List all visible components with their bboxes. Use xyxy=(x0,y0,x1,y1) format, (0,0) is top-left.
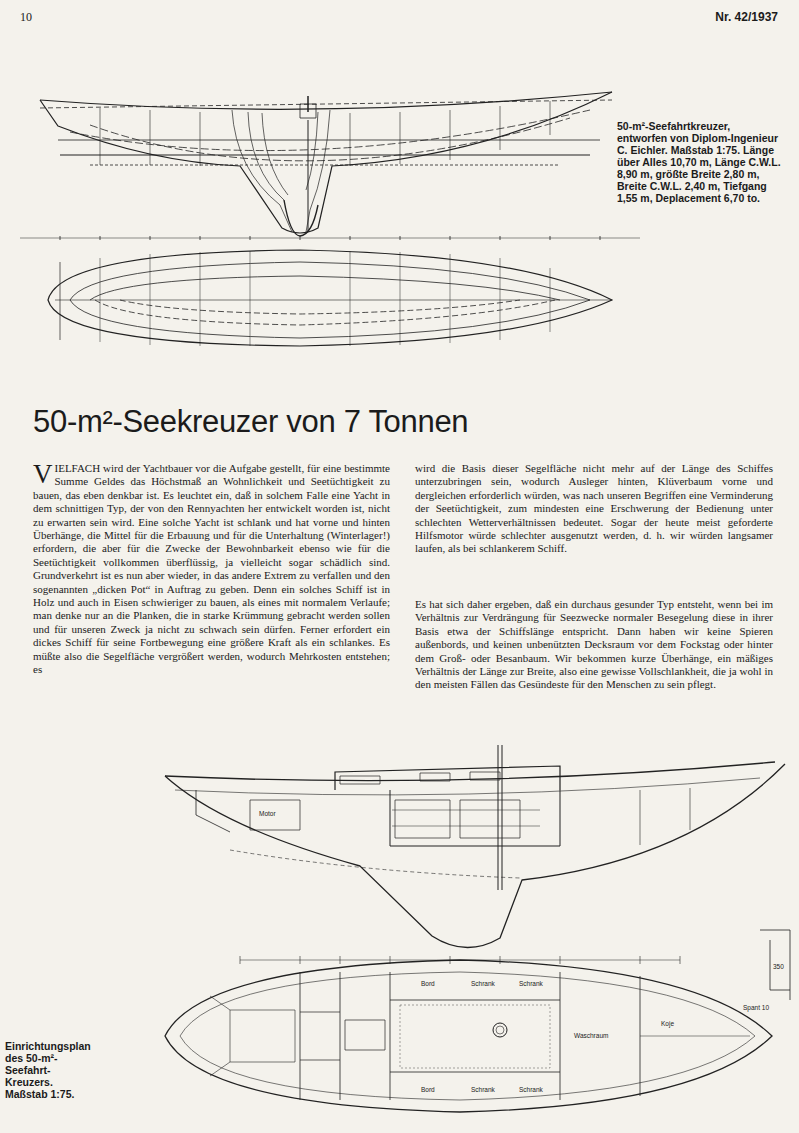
body-plan xyxy=(232,110,330,236)
part-label: Koje xyxy=(660,1020,675,1027)
part-label: Bord xyxy=(420,980,436,987)
interior-profile xyxy=(165,745,790,1000)
figure-caption: 50-m²-Seefahrtkreuzer, entworfen von Dip… xyxy=(617,120,782,204)
body-paragraph: Es hat sich daher ergeben, daß ein durch… xyxy=(415,598,773,692)
part-label: Spant 10 xyxy=(742,1004,770,1011)
part-label: Bord xyxy=(420,1086,436,1093)
body-paragraph: wird die Basis dieser Segelfläche nicht … xyxy=(415,462,773,556)
interior-plan xyxy=(165,956,772,1112)
figure-caption: Einrichtungsplan des 50-m²-Seefahrt-Kreu… xyxy=(5,1040,93,1100)
issue-number: Nr. 42/1937 xyxy=(690,10,778,24)
lines-plan-view xyxy=(48,250,612,346)
part-label: Motor xyxy=(258,810,277,817)
body-paragraph: VIELFACH wird der Yachtbauer vor die Auf… xyxy=(33,462,390,677)
page-number: 10 xyxy=(20,10,32,25)
part-label: Schrank xyxy=(518,980,544,987)
part-label: Schrank xyxy=(518,1086,544,1093)
part-label: Schrank xyxy=(470,980,496,987)
lines-profile xyxy=(20,92,640,240)
part-label: Waschraum xyxy=(573,1032,609,1039)
dimension: 350 xyxy=(772,963,785,970)
part-label: Schrank xyxy=(470,1086,496,1093)
page-title: 50-m²-Seekreuzer von 7 Tonnen xyxy=(33,404,468,440)
